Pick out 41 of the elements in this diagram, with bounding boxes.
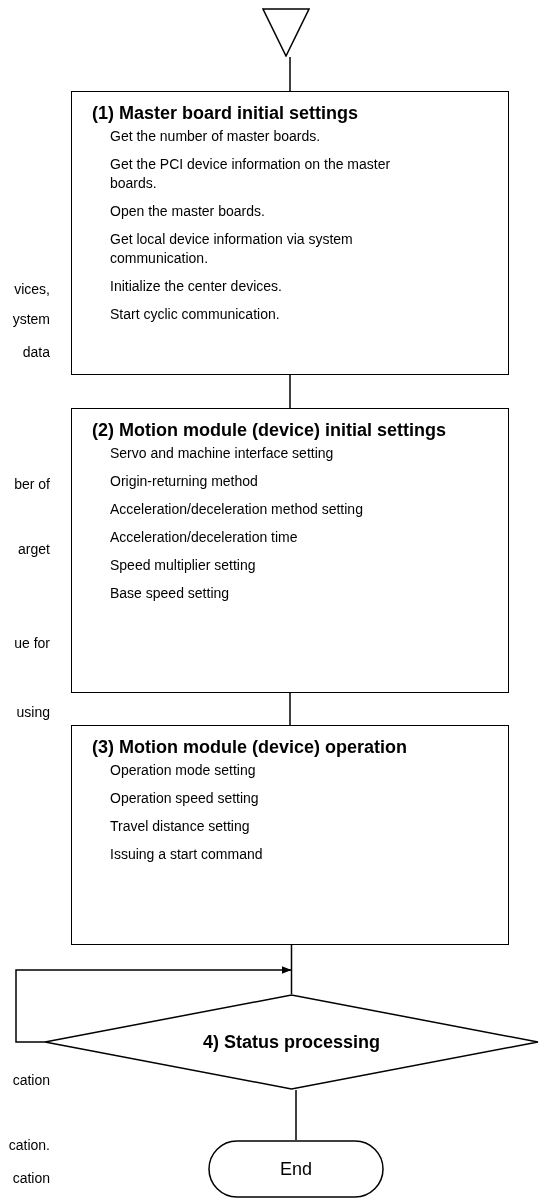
step-item: Acceleration/deceleration method setting xyxy=(110,500,363,519)
step-heading: (2) Motion module (device) initial settings xyxy=(92,419,447,441)
cut-off-text: cation xyxy=(12,1071,50,1089)
step-item: Origin-returning method xyxy=(110,472,258,491)
step-item: Travel distance setting xyxy=(110,817,250,836)
cut-off-text: arget xyxy=(18,540,50,558)
step-item: Initialize the center devices. xyxy=(110,277,282,296)
cut-off-text: vices, xyxy=(14,280,50,298)
step-item: Get the number of master boards. xyxy=(110,127,321,146)
terminal-label: End xyxy=(280,1157,312,1181)
step-item: Operation speed setting xyxy=(110,789,259,808)
step-item: Base speed setting xyxy=(110,584,230,603)
process-box xyxy=(71,408,509,693)
cut-off-text: cation. xyxy=(8,1136,50,1154)
step-item: Issuing a start command xyxy=(110,845,263,864)
step-heading: (1) Master board initial settings xyxy=(92,102,359,124)
cut-off-text: ystem xyxy=(12,310,50,328)
step-heading: (3) Motion module (device) operation xyxy=(92,736,407,758)
decision-label: 4) Status processing xyxy=(202,1030,380,1054)
connector-line xyxy=(290,944,293,995)
connector-line xyxy=(15,966,293,1043)
cut-off-text: ber of xyxy=(14,475,50,493)
triangle-symbol xyxy=(262,8,310,57)
step-item: Get local device information via system communication. xyxy=(110,230,354,268)
cut-off-text: ue for xyxy=(14,634,50,652)
step-item: Start cyclic communication. xyxy=(110,305,280,324)
process-box xyxy=(71,725,509,945)
step-item: Speed multiplier setting xyxy=(110,556,256,575)
connector-line xyxy=(289,692,291,726)
step-item: Get the PCI device information on the master boards. xyxy=(110,155,392,193)
cut-off-text: using xyxy=(16,703,50,721)
connector-line xyxy=(289,374,291,409)
connector-line xyxy=(295,1089,297,1141)
step-item: Open the master boards. xyxy=(110,202,265,221)
process-box xyxy=(71,91,509,375)
step-item: Servo and machine interface setting xyxy=(110,444,334,463)
connector-line xyxy=(289,56,291,92)
cut-off-text: data xyxy=(22,343,50,361)
step-item: Acceleration/deceleration time xyxy=(110,528,298,547)
step-item: Operation mode setting xyxy=(110,761,256,780)
cut-off-text: cation xyxy=(12,1169,50,1187)
